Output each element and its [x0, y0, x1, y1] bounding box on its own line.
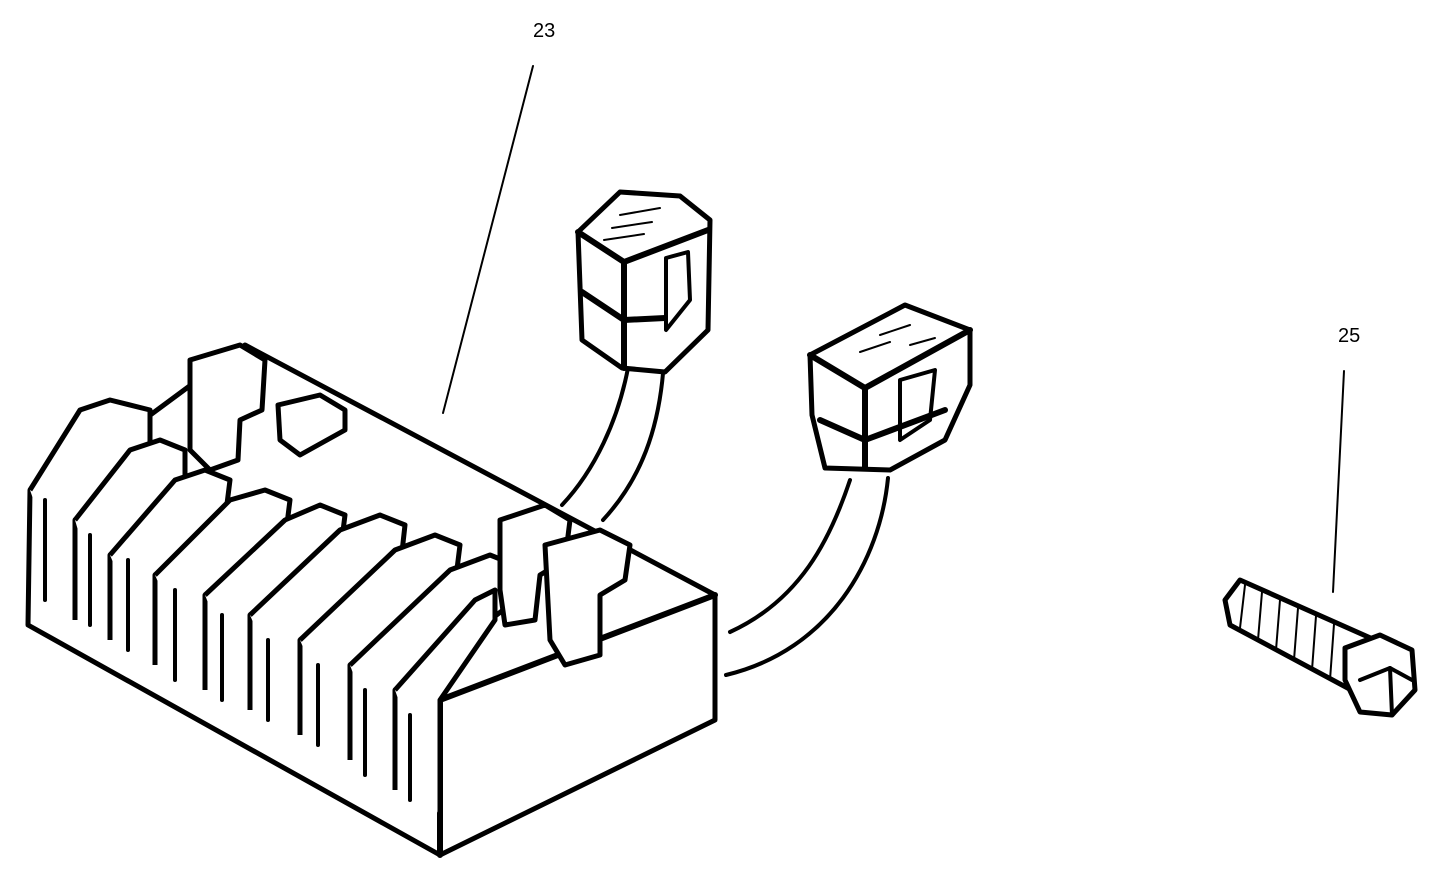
cable-right-a	[728, 478, 852, 634]
upper-connector	[575, 189, 713, 375]
cable-upper-b	[601, 358, 666, 522]
callout-25: 25	[1338, 325, 1361, 347]
leader-line-25	[1332, 370, 1345, 593]
bolt-head	[1342, 632, 1418, 718]
bolt-threads	[1239, 584, 1335, 681]
cable-upper-a	[560, 366, 630, 507]
bolt	[1222, 577, 1418, 718]
callout-23: 23	[533, 20, 556, 42]
heat-sink-fins	[27, 342, 633, 820]
voltage-regulator	[25, 189, 973, 858]
leader-line-23	[442, 65, 534, 414]
bolt-head-facet	[1388, 666, 1394, 717]
right-connector	[807, 302, 973, 473]
cable-right-b	[724, 476, 890, 677]
fin-slot-marks	[43, 498, 412, 802]
